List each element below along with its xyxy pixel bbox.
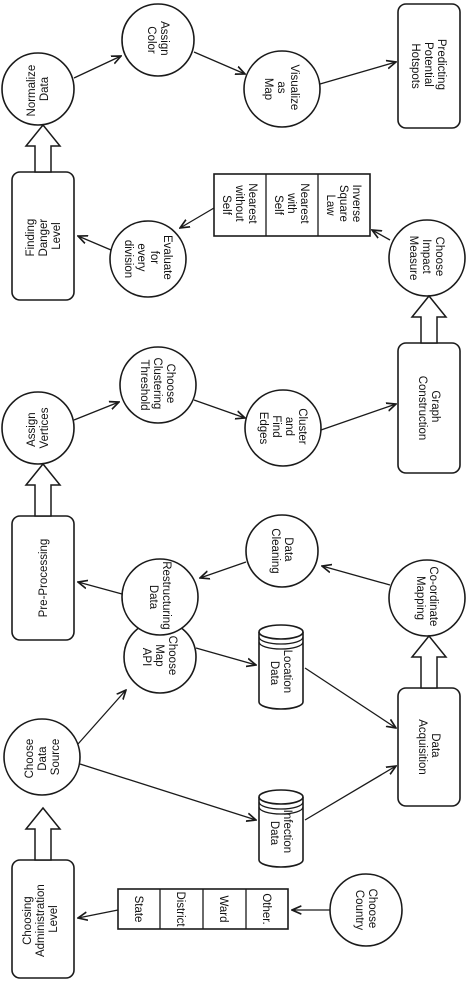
predicting-hotspots-box: Predicting Potential Hotspots <box>397 3 461 129</box>
table-cell-other: Other. <box>260 893 272 924</box>
visualize-as-map-label: Visualize as Map <box>262 64 300 113</box>
block-arrow-graph-to-impact-measure <box>410 294 448 344</box>
block-arrow-preprocessing-to-assign-vertices <box>24 462 62 517</box>
choose-country-node: Choose Country <box>329 873 403 947</box>
arrow-cleaning-to-restructuring <box>200 561 247 578</box>
visualize-as-map-node: Visualize as Map <box>243 50 321 128</box>
data-cleaning-node: Data Cleaning <box>245 514 319 588</box>
choose-clustering-threshold-node: Choose Clustering Threshold <box>119 346 197 424</box>
coordinate-mapping-label: Co-ordinate Mapping <box>414 566 439 629</box>
location-data-label: Location Data <box>268 650 293 697</box>
arrow-source-to-infection <box>79 763 256 820</box>
arrow-table-to-admin-level <box>78 909 119 918</box>
arrow-location-to-acquisition <box>304 667 396 728</box>
choose-impact-measure-node: Choose Impact Measure <box>388 219 466 297</box>
arrow-map-api-to-location <box>195 647 256 665</box>
data-cleaning-label: Data Cleaning <box>269 528 294 573</box>
assign-color-label: Assign Color <box>145 21 170 59</box>
table-cell-ward: Ward <box>217 895 229 922</box>
choose-data-source-label: Choose Data Source <box>24 736 62 779</box>
arrow-normalize-to-color <box>73 56 121 79</box>
graph-construction-label: Graph Construction <box>416 376 441 441</box>
table-cell-inverse-square-law: Inverse Square Law <box>324 185 362 226</box>
arrow-restructuring-to-preprocessing <box>78 582 123 595</box>
cluster-find-edges-label: Cluster and Find Edges <box>257 408 308 448</box>
block-arrow-danger-level-to-normalize <box>24 123 62 173</box>
pre-processing-box: Pre-Processing <box>11 515 75 641</box>
finding-danger-level-box: Finding Danger Level <box>11 171 75 301</box>
normalize-data-label: Normalize Data <box>26 62 51 117</box>
location-data-store: Location Data <box>258 624 304 710</box>
choosing-administration-level-box: Choosing Administration Level <box>11 859 75 979</box>
finding-danger-level-label: Finding Danger Level <box>25 216 63 257</box>
impact-measure-table: Nearest without Self Nearest with Self I… <box>213 173 371 237</box>
pre-processing-label: Pre-Processing <box>38 539 50 618</box>
cluster-find-edges-node: Cluster and Find Edges <box>244 389 322 467</box>
evaluate-every-division-node: Evaluate for every division <box>109 220 187 298</box>
assign-vertices-node: Assign Vertices <box>1 391 75 465</box>
arrow-color-to-visualize <box>193 51 245 74</box>
graph-construction-box: Graph Construction <box>397 342 461 474</box>
block-arrow-admin-to-data-source <box>24 806 62 861</box>
infection-data-store: Infection Data <box>258 789 304 868</box>
arrow-infection-to-acquisition <box>304 766 396 821</box>
arrow-table-to-evaluate <box>180 207 215 228</box>
choose-clustering-threshold-label: Choose Clustering Threshold <box>138 358 176 413</box>
restructuring-data-label: Restructuring Data <box>147 561 172 633</box>
arrow-cluster-to-graph <box>320 404 396 431</box>
arrow-visualize-to-predict <box>319 62 396 85</box>
arrow-evaluate-to-danger <box>78 236 112 251</box>
choose-impact-measure-label: Choose Impact Measure <box>407 236 445 281</box>
choose-map-api-node: Choose Map API <box>123 620 197 694</box>
evaluate-every-division-label: Evaluate for every division <box>122 235 173 283</box>
choose-data-source-node: Choose Data Source <box>3 718 81 796</box>
table-cell-state: State <box>132 896 144 923</box>
block-arrow-acquisition-to-coordinate-mapping <box>410 634 448 689</box>
assign-color-node: Assign Color <box>121 3 195 77</box>
arrow-impact-to-table <box>372 230 391 241</box>
data-acquisition-label: Data Acquisition <box>416 719 441 775</box>
restructuring-data-node: Restructuring Data <box>121 558 199 636</box>
arrow-vertices-to-threshold <box>73 402 119 421</box>
normalize-data-node: Normalize Data <box>1 52 75 126</box>
table-cell-district: District <box>174 891 186 927</box>
choosing-administration-level-label: Choosing Administration Level <box>22 881 60 957</box>
table-cell-nearest-without-self: Nearest without Self <box>220 183 258 226</box>
table-cell-nearest-with-self: Nearest with Self <box>272 183 310 226</box>
arrow-coordinate-to-cleaning <box>322 566 391 586</box>
infection-data-label: Infection Data <box>268 810 293 857</box>
choose-country-label: Choose Country <box>353 889 378 932</box>
predicting-hotspots-label: Predicting Potential Hotspots <box>409 39 447 93</box>
arrow-threshold-to-cluster <box>193 399 245 418</box>
data-acquisition-box: Data Acquisition <box>397 687 461 807</box>
administration-level-table: State District Ward Other. <box>117 888 289 930</box>
assign-vertices-label: Assign Vertices <box>26 407 51 448</box>
choose-map-api-label: Choose Map API <box>140 636 178 679</box>
coordinate-mapping-node: Co-ordinate Mapping <box>388 559 466 637</box>
arrow-source-to-map-api <box>77 690 126 745</box>
